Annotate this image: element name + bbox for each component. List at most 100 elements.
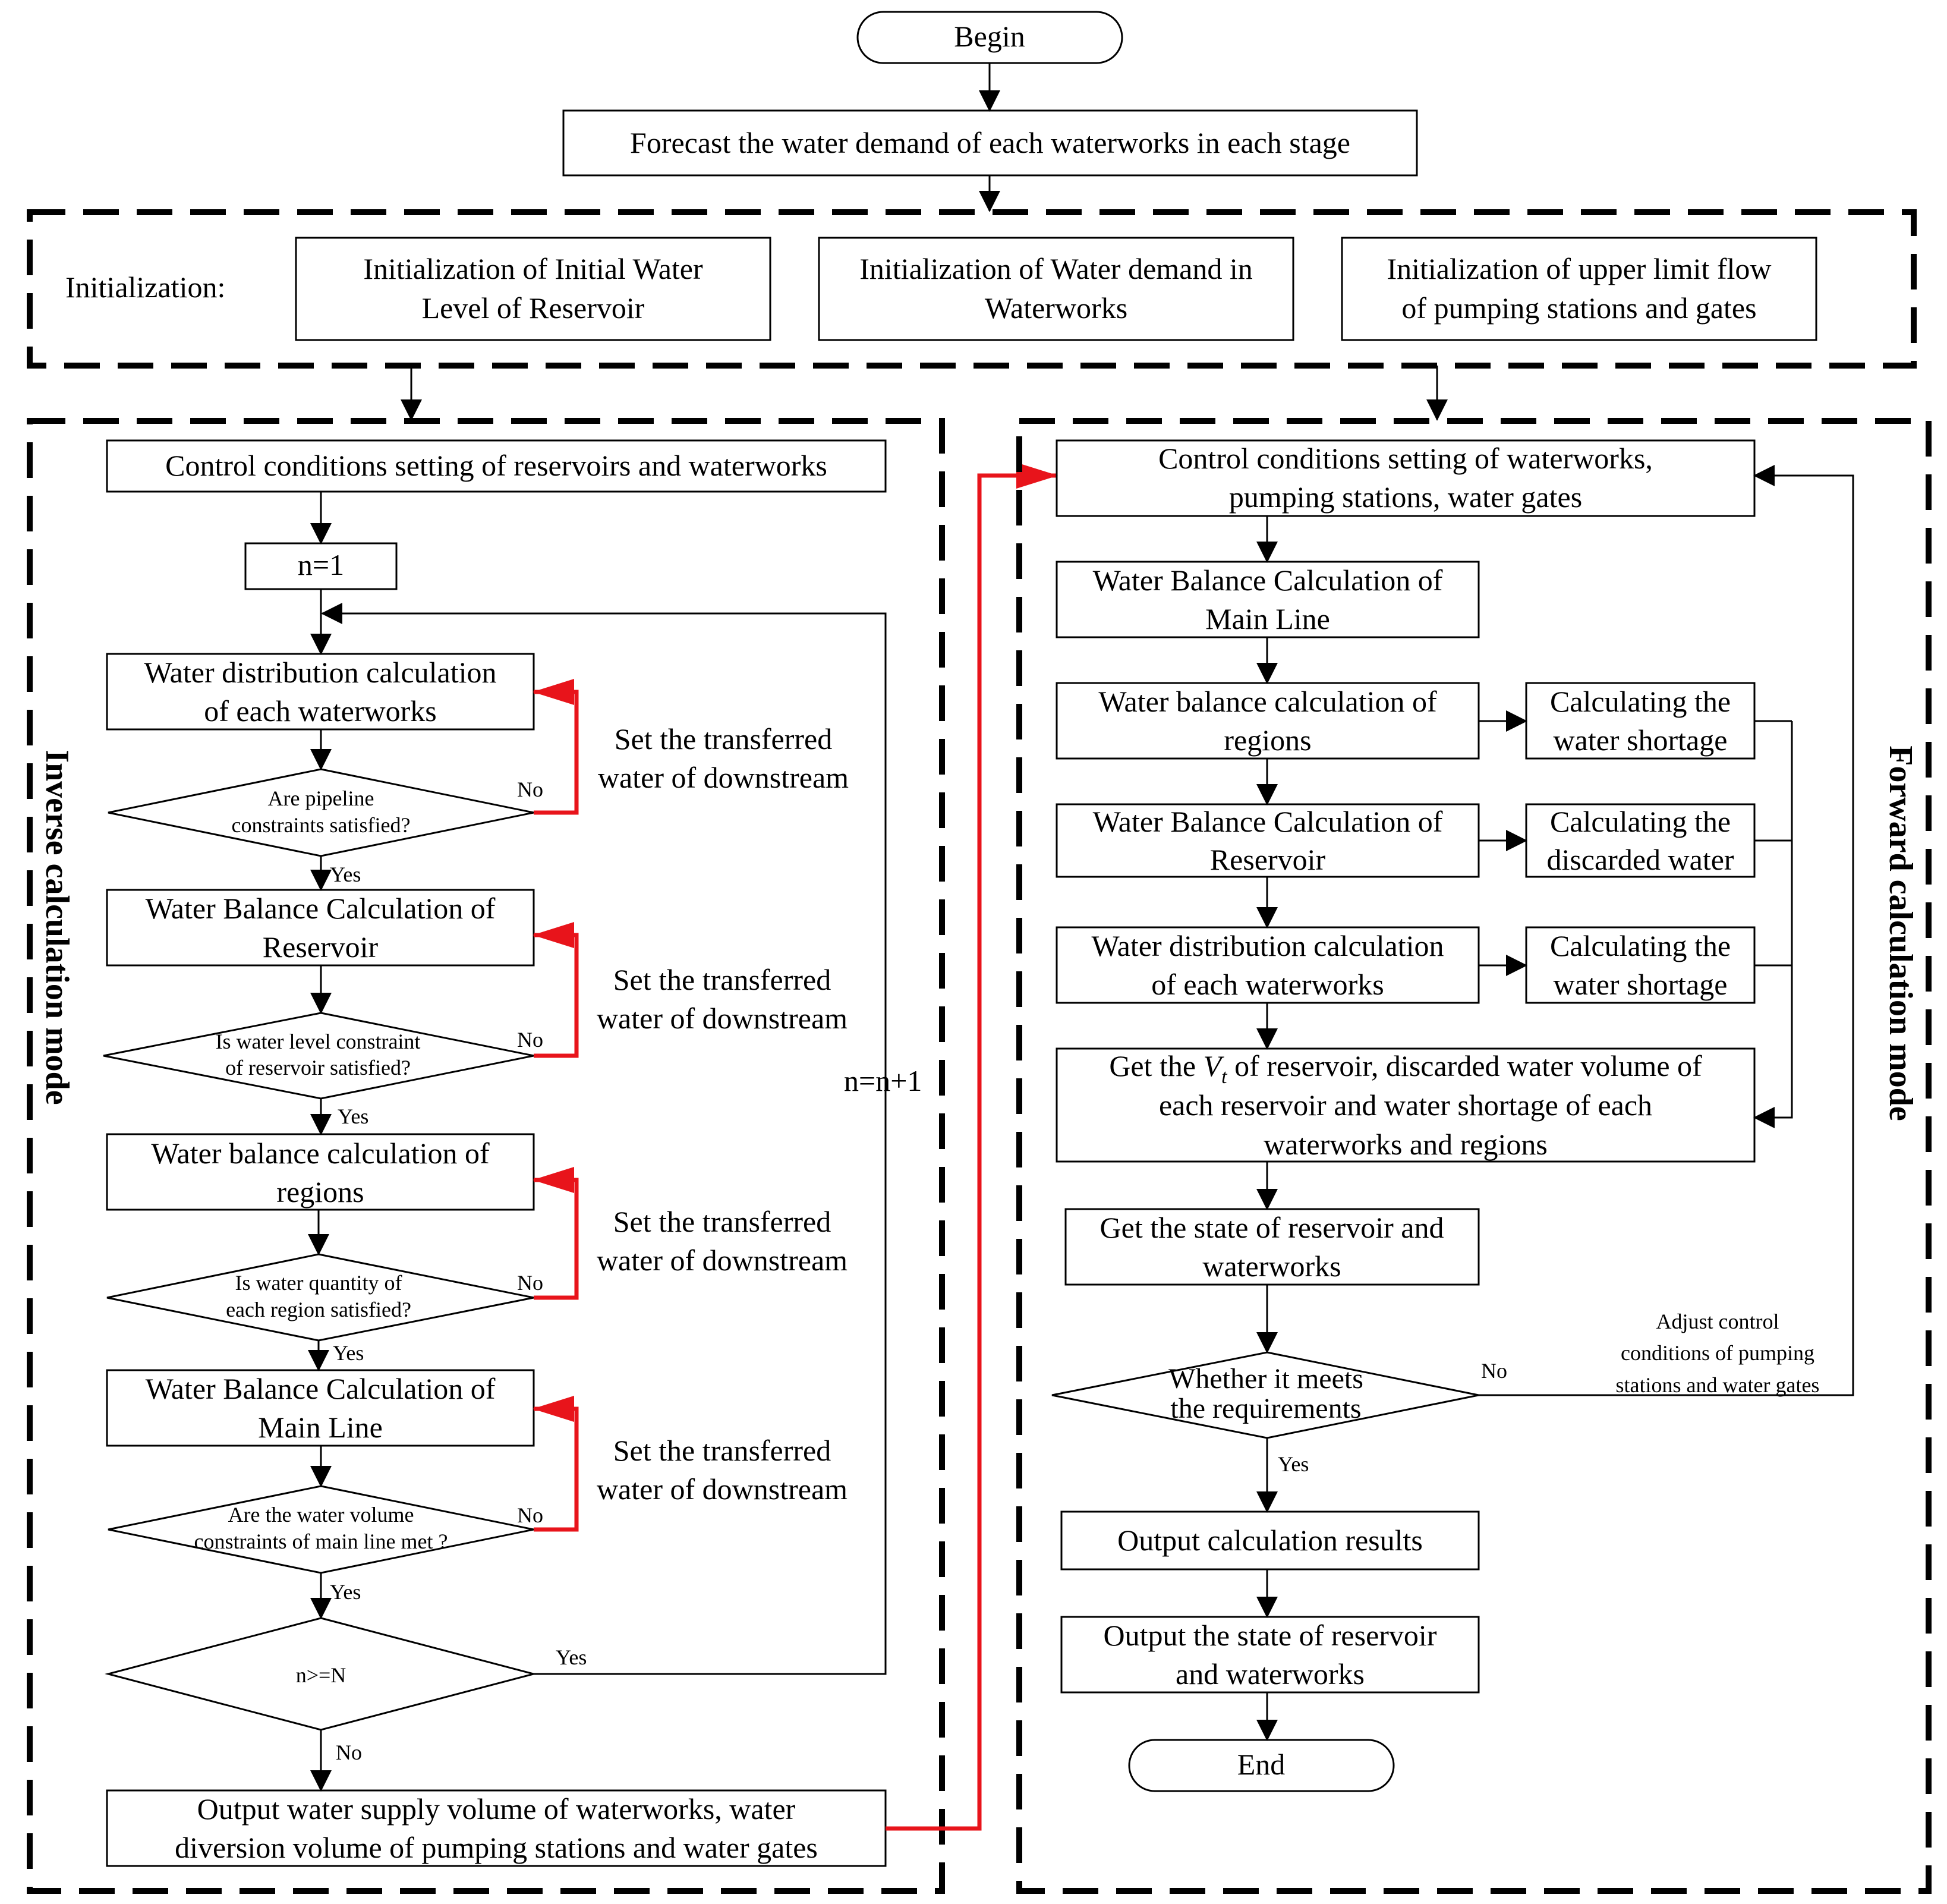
inverse-step4-feedback (533, 1396, 579, 1532)
init-box-upper-limit-flow-line1: Initialization of upper limit flow (1387, 252, 1771, 285)
inverse-step4-line2: Main Line (258, 1411, 383, 1444)
forward-state-line2: waterworks (1202, 1250, 1341, 1283)
inverse-step1-line1: Water distribution calculation (144, 656, 496, 689)
forward-mainline-line2: Main Line (1205, 602, 1330, 635)
forward-control-line2: pumping stations, water gates (1229, 480, 1582, 514)
forward-decision-no-label: No (1481, 1359, 1507, 1383)
inverse-step4-decision-line2: constraints of main line met ? (194, 1530, 448, 1553)
init-box-water-demand-line2: Waterworks (985, 291, 1127, 325)
transfer-to-forward-arrow (886, 462, 1058, 1831)
forward-waterworks-line1: Water distribution calculation (1091, 929, 1444, 962)
forward-regions-line1: Water balance calculation of (1098, 685, 1437, 718)
inverse-step1-feedback-line1: Set the transferred (615, 722, 833, 756)
inverse-step1-decision (108, 768, 534, 857)
forward-mode-label: Forward calculation mode (1882, 745, 1919, 1121)
inverse-step3-feedback-line1: Set the transferred (613, 1205, 831, 1238)
inverse-step1-yes-label: Yes (330, 863, 361, 886)
forward-getvt-line3: waterworks and regions (1264, 1128, 1548, 1161)
inverse-step3-yes-label: Yes (333, 1341, 364, 1365)
inverse-step4-feedback-line1: Set the transferred (613, 1434, 831, 1467)
forward-reservoir-line2: Reservoir (1210, 843, 1326, 876)
inverse-step2-decision-line2: of reservoir satisfied? (225, 1056, 411, 1080)
forward-side3-line2: water shortage (1554, 968, 1728, 1001)
inverse-step1-feedback (533, 679, 579, 815)
forward-output2-line1: Output the state of reservoir (1104, 1619, 1437, 1652)
inverse-step2-line1: Water Balance Calculation of (146, 892, 496, 925)
inverse-step3-feedback-line2: water of downstream (597, 1244, 848, 1277)
side-collector-arrow (1753, 721, 1793, 1128)
forward-side2-line1: Calculating the (1550, 805, 1731, 838)
forward-side1-line2: water shortage (1554, 723, 1728, 757)
n-check-no-label: No (336, 1741, 362, 1764)
inverse-step4-line1: Water Balance Calculation of (146, 1372, 496, 1405)
forward-decision-line1: Whether it meets (1168, 1363, 1363, 1395)
loop-label: n=n+1 (844, 1064, 922, 1097)
forward-getvt-line2: each reservoir and water shortage of eac… (1159, 1088, 1652, 1122)
begin-label: Begin (954, 20, 1025, 53)
forward-reservoir-line1: Water Balance Calculation of (1093, 805, 1443, 838)
inverse-control-label: Control conditions setting of reservoirs… (165, 449, 827, 482)
init-box-upper-limit-flow-line2: of pumping stations and gates (1401, 291, 1756, 325)
inverse-step2-feedback-line2: water of downstream (597, 1002, 848, 1035)
inverse-step1-no-label: No (517, 778, 543, 801)
forward-output1-label: Output calculation results (1117, 1524, 1423, 1557)
end-terminal (1128, 1739, 1395, 1792)
forward-output1-box (1060, 1510, 1480, 1571)
inverse-step4-yes-label: Yes (330, 1580, 361, 1604)
forward-state-box (1064, 1208, 1480, 1286)
init-box-upper-limit-flow (1341, 237, 1817, 341)
inverse-step2-yes-label: Yes (338, 1104, 368, 1128)
forward-decision-line2: the requirements (1170, 1393, 1361, 1424)
getvt-post: of reservoir, discarded water volume of (1227, 1049, 1702, 1082)
init-box-reservoir-level (295, 237, 771, 341)
inverse-group (27, 418, 945, 1894)
init-label: Initialization: (65, 270, 225, 304)
getvt-var: V (1204, 1049, 1225, 1082)
inverse-mode-label: Inverse calculation mode (39, 750, 75, 1104)
n-check-label: n>=N (296, 1663, 346, 1687)
forward-side3-line1: Calculating the (1550, 929, 1731, 962)
getvt-sub: t (1221, 1066, 1228, 1088)
forward-side2-line2: discarded water (1546, 843, 1734, 876)
getvt-pre: Get the (1109, 1049, 1203, 1082)
inverse-control-box (106, 439, 887, 493)
init-box-reservoir-level-line1: Initialization of Initial Water (363, 252, 703, 285)
forward-group (1016, 418, 1932, 1894)
forward-getvt-box (1056, 1047, 1756, 1163)
inverse-step2-no-label: No (517, 1028, 543, 1052)
forecast-label: Forecast the water demand of each waterw… (630, 126, 1350, 159)
inverse-step2-line2: Reservoir (263, 930, 379, 964)
init-box-reservoir-level-line2: Level of Reservoir (422, 291, 645, 325)
inverse-step1-decision-line1: Are pipeline (268, 786, 374, 810)
n-check-yes-label: Yes (556, 1645, 587, 1669)
inverse-output-line2: diversion volume of pumping stations and… (175, 1831, 818, 1864)
adjust-line2: conditions of pumping (1621, 1341, 1814, 1365)
adjust-line1: Adjust control (1656, 1310, 1779, 1333)
inverse-step3-decision-line1: Is water quantity of (235, 1271, 402, 1295)
inverse-step2-feedback (533, 922, 579, 1058)
end-label: End (1237, 1748, 1286, 1781)
inverse-step3-line1: Water balance calculation of (151, 1137, 490, 1170)
n1-label: n=1 (298, 548, 344, 581)
inverse-step4-feedback-line2: water of downstream (597, 1472, 848, 1506)
inverse-step1-feedback-line2: water of downstream (598, 761, 849, 794)
inverse-step1-decision-line2: constraints satisfied? (232, 813, 411, 837)
inverse-step3-decision-line2: each region satisfied? (226, 1298, 411, 1321)
inverse-step2-feedback-line1: Set the transferred (613, 963, 831, 996)
inverse-step3-line2: regions (276, 1175, 364, 1209)
inverse-output-line1: Output water supply volume of waterworks… (197, 1792, 796, 1826)
loop-back-arrow (321, 603, 887, 1675)
forward-mainline-line1: Water Balance Calculation of (1093, 564, 1443, 597)
inverse-step4-decision-line1: Are the water volume (228, 1503, 414, 1527)
forward-getvt-line1: Get the Vt of reservoir, discarded water… (1109, 1049, 1702, 1088)
init-box-water-demand (818, 237, 1294, 341)
forward-side1-line1: Calculating the (1550, 685, 1731, 718)
inverse-step4-no-label: No (517, 1503, 543, 1527)
adjust-loop-arrow (1479, 465, 1854, 1396)
adjust-line3: stations and water gates (1616, 1373, 1820, 1397)
init-box-water-demand-line1: Initialization of Water demand in (859, 252, 1253, 285)
forward-output2-box (1060, 1616, 1480, 1694)
forward-decision-yes-label: Yes (1278, 1452, 1309, 1476)
inverse-step1-line2: of each waterworks (204, 694, 436, 728)
